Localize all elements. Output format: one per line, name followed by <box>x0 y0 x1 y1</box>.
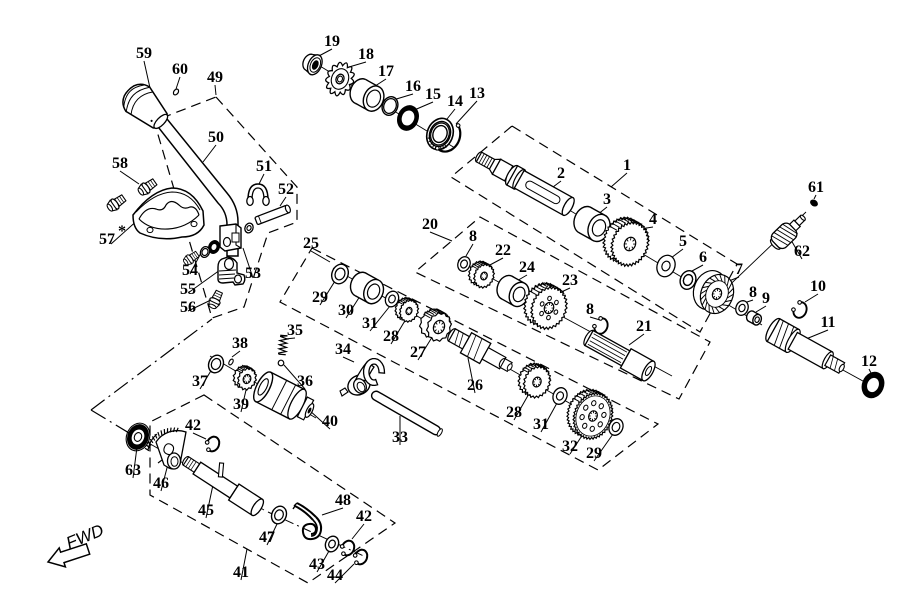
svg-text:15: 15 <box>425 86 441 103</box>
svg-text:40: 40 <box>322 413 338 430</box>
svg-text:28: 28 <box>383 328 399 345</box>
svg-text:25: 25 <box>303 235 319 252</box>
svg-text:9: 9 <box>762 290 770 307</box>
svg-text:46: 46 <box>153 475 169 492</box>
svg-text:54: 54 <box>182 262 198 279</box>
svg-text:45: 45 <box>198 502 214 519</box>
svg-text:28: 28 <box>506 404 522 421</box>
svg-text:13: 13 <box>469 85 485 102</box>
svg-text:43: 43 <box>309 556 325 573</box>
svg-text:14: 14 <box>447 93 463 110</box>
svg-text:26: 26 <box>467 377 483 394</box>
svg-text:35: 35 <box>287 322 303 339</box>
svg-text:8: 8 <box>586 301 594 318</box>
svg-text:34: 34 <box>335 341 351 358</box>
svg-text:61: 61 <box>808 179 824 196</box>
svg-text:27: 27 <box>410 344 426 361</box>
svg-text:56: 56 <box>180 299 196 316</box>
svg-text:8: 8 <box>749 284 757 301</box>
svg-text:47: 47 <box>259 529 275 546</box>
svg-text:16: 16 <box>405 78 421 95</box>
svg-text:58: 58 <box>112 155 128 172</box>
svg-text:21: 21 <box>636 318 652 335</box>
svg-text:37: 37 <box>192 373 208 390</box>
svg-text:1: 1 <box>623 157 631 174</box>
svg-text:8: 8 <box>469 228 477 245</box>
svg-text:59: 59 <box>136 45 152 62</box>
svg-text:10: 10 <box>810 278 826 295</box>
svg-text:63: 63 <box>125 462 141 479</box>
svg-text:19: 19 <box>324 33 340 50</box>
svg-text:52: 52 <box>278 181 294 198</box>
svg-text:7: 7 <box>735 261 743 278</box>
svg-text:39: 39 <box>233 396 249 413</box>
svg-text:24: 24 <box>519 259 535 276</box>
svg-text:60: 60 <box>172 61 188 78</box>
svg-text:38: 38 <box>232 335 248 352</box>
svg-text:22: 22 <box>495 242 511 259</box>
svg-text:44: 44 <box>327 567 343 584</box>
svg-text:62: 62 <box>794 243 810 260</box>
svg-text:29: 29 <box>312 289 328 306</box>
svg-text:23: 23 <box>562 272 578 289</box>
svg-text:50: 50 <box>208 129 224 146</box>
svg-text:2: 2 <box>557 165 565 182</box>
svg-text:17: 17 <box>378 63 394 80</box>
svg-text:4: 4 <box>649 211 657 228</box>
svg-text:3: 3 <box>603 191 611 208</box>
svg-text:55: 55 <box>180 281 196 298</box>
svg-text:53: 53 <box>245 265 261 282</box>
svg-text:12: 12 <box>861 353 877 370</box>
svg-text:*: * <box>118 223 126 240</box>
svg-text:42: 42 <box>356 508 372 525</box>
svg-text:49: 49 <box>207 69 223 86</box>
svg-text:31: 31 <box>533 416 549 433</box>
svg-text:41: 41 <box>233 564 249 581</box>
svg-text:51: 51 <box>256 158 272 175</box>
svg-text:18: 18 <box>358 46 374 63</box>
svg-text:31: 31 <box>362 315 378 332</box>
svg-text:36: 36 <box>297 373 313 390</box>
svg-text:33: 33 <box>392 429 408 446</box>
svg-text:20: 20 <box>422 216 438 233</box>
svg-text:30: 30 <box>338 302 354 319</box>
svg-text:11: 11 <box>820 314 835 331</box>
svg-text:57: 57 <box>99 231 115 248</box>
svg-text:5: 5 <box>679 233 687 250</box>
svg-text:32: 32 <box>562 438 578 455</box>
svg-text:6: 6 <box>699 249 707 266</box>
svg-text:29: 29 <box>586 445 602 462</box>
svg-text:48: 48 <box>335 492 351 509</box>
svg-text:42: 42 <box>185 417 201 434</box>
